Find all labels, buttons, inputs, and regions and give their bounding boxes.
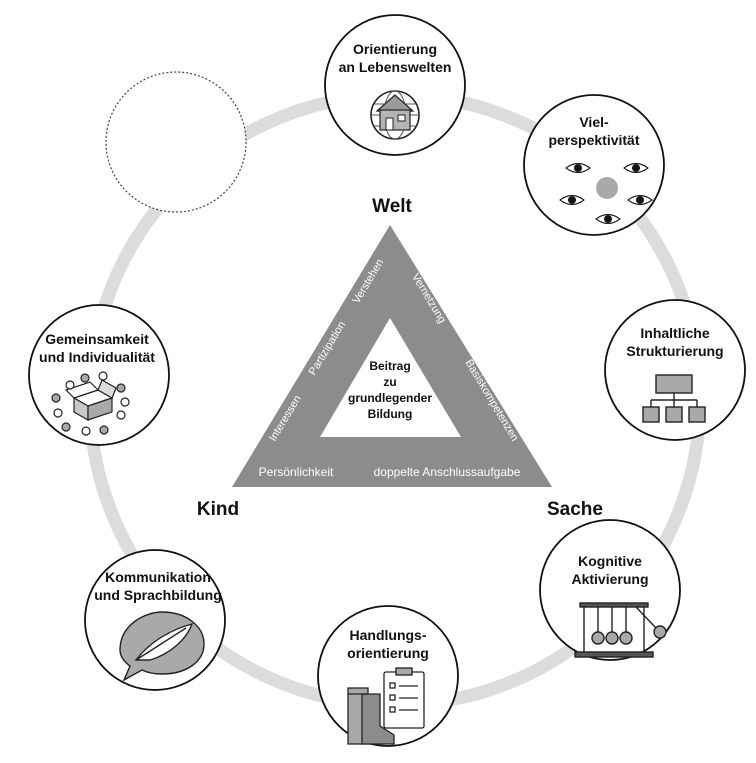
speech-bubble-feather-icon bbox=[119, 611, 205, 682]
eyes-icon bbox=[559, 162, 653, 225]
principle-node-vielperspektivitaet: Viel- perspektivität bbox=[523, 94, 665, 236]
empty-placeholder-circle bbox=[105, 71, 247, 213]
node-title-line-2: Aktivierung bbox=[571, 571, 648, 587]
node-title-line-1: Gemeinsamkeit bbox=[45, 331, 149, 347]
center-line-1: Beitrag bbox=[369, 359, 410, 373]
corner-label-kind: Kind bbox=[197, 499, 239, 520]
box-circles-icon bbox=[51, 371, 130, 436]
corner-label-sache: Sache bbox=[547, 499, 603, 520]
triangle-label-persoenlichkeit: Persönlichkeit bbox=[259, 465, 334, 479]
node-title-line-2: perspektivität bbox=[548, 132, 639, 148]
principle-node-gemeinsamkeit: Gemeinsamkeit und Individualität bbox=[28, 304, 170, 446]
principle-node-strukturierung: Inhaltliche Strukturierung bbox=[604, 299, 746, 441]
node-title-line-2: Strukturierung bbox=[626, 343, 723, 359]
house-globe-icon bbox=[370, 90, 420, 140]
node-title-line-1: Handlungs- bbox=[350, 627, 427, 643]
node-title-line-1: Kognitive bbox=[578, 553, 642, 569]
central-triangle: Beitrag zu grundlegender Bildung Interes… bbox=[232, 225, 552, 487]
node-title-line-2: und Individualität bbox=[39, 349, 155, 365]
principle-node-lebenswelten: Orientierung an Lebenswelten bbox=[324, 14, 466, 156]
center-line-2: zu bbox=[383, 375, 396, 389]
node-circle bbox=[324, 14, 466, 156]
node-title-line-2: und Sprachbildung bbox=[94, 587, 222, 603]
node-title-line-2: an Lebenswelten bbox=[339, 59, 452, 75]
node-title-line-1: Kommunikation bbox=[105, 569, 211, 585]
center-line-3: grundlegender bbox=[348, 391, 432, 405]
node-circle bbox=[604, 299, 746, 441]
principle-node-handlungsorientierung: Handlungs- orientierung bbox=[317, 605, 459, 747]
newtons-cradle-icon bbox=[574, 602, 667, 658]
inner-triangle bbox=[320, 318, 461, 437]
boots-clipboard-icon bbox=[347, 667, 425, 745]
node-circle bbox=[539, 519, 681, 661]
center-line-4: Bildung bbox=[368, 407, 413, 421]
node-title-line-1: Orientierung bbox=[353, 41, 437, 57]
hierarchy-icon bbox=[642, 374, 706, 423]
corner-label-welt: Welt bbox=[372, 196, 412, 217]
node-title-line-1: Inhaltliche bbox=[640, 325, 709, 341]
triangle-label-anschlussaufgabe: doppelte Anschlussaufgabe bbox=[374, 465, 521, 479]
node-title-line-2: orientierung bbox=[347, 645, 429, 661]
principle-node-kommunikation: Kommunikation und Sprachbildung bbox=[84, 549, 226, 691]
principle-node-kognitive-aktivierung: Kognitive Aktivierung bbox=[539, 519, 681, 661]
node-title-line-1: Viel- bbox=[579, 114, 609, 130]
